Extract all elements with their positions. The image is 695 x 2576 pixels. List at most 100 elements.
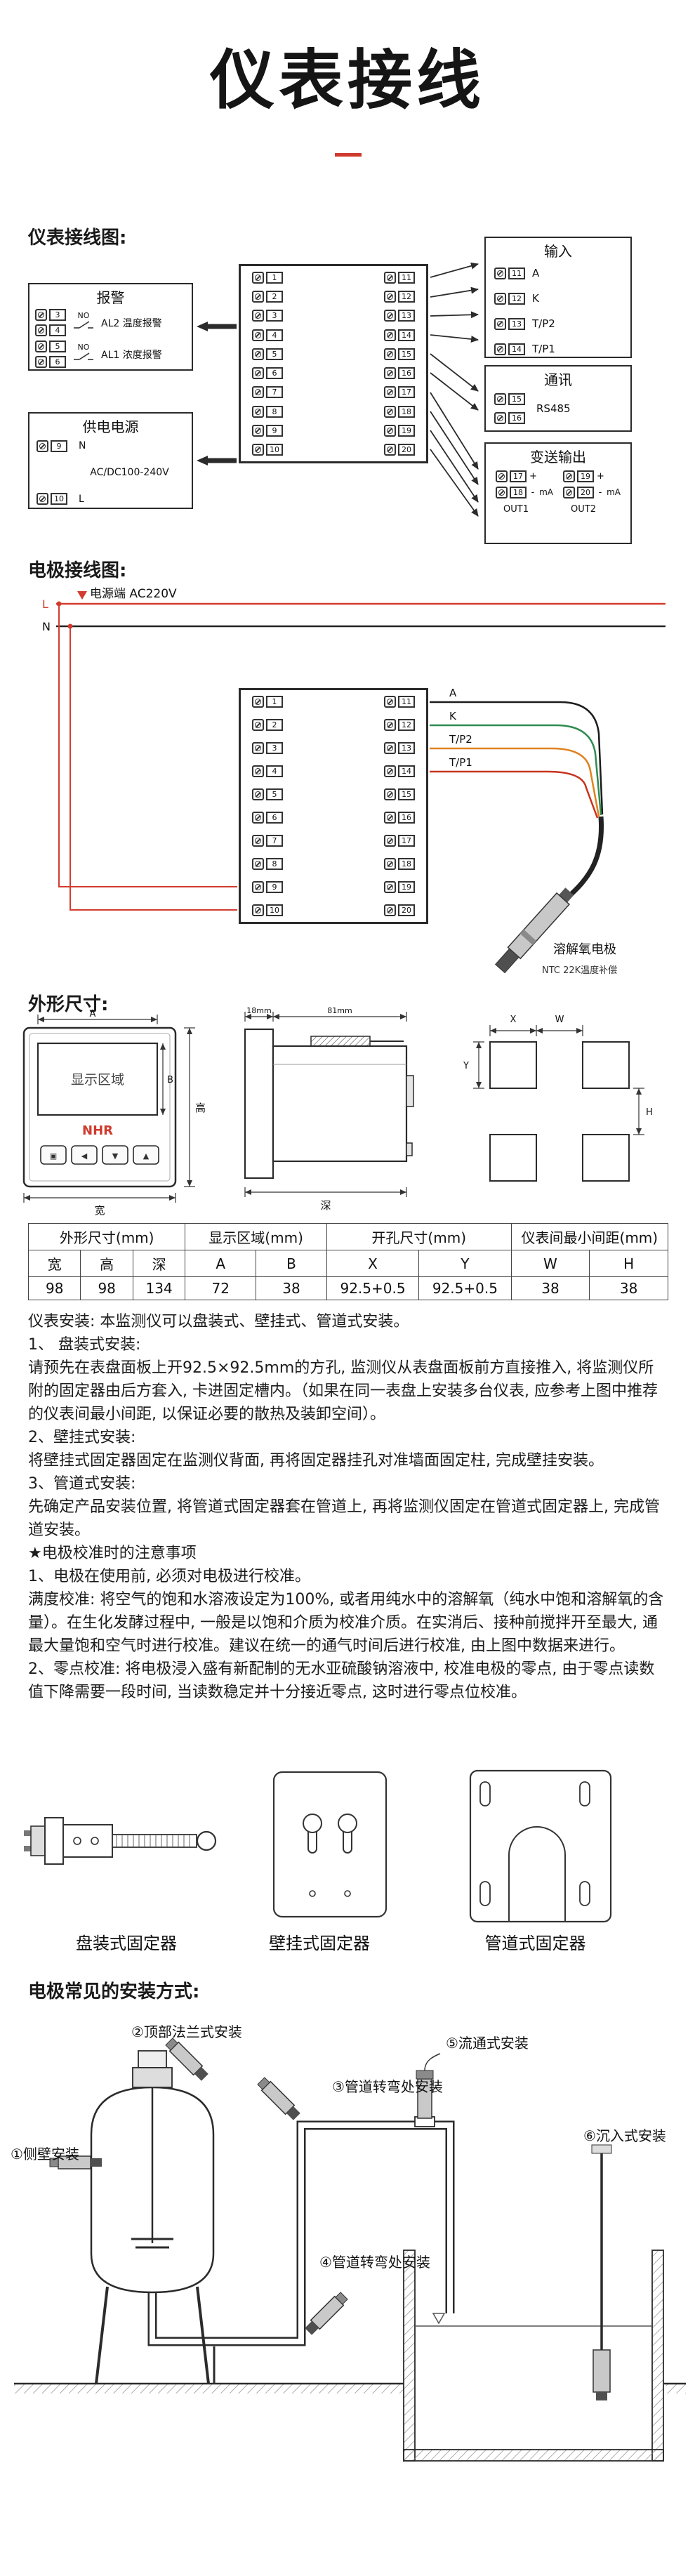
instruction-line: 3、管道式安装: [28, 1475, 136, 1493]
display-area-label: 显示区域 [71, 1072, 124, 1088]
terminal-number: 15 [398, 348, 415, 360]
terminal: 10 [252, 904, 283, 916]
terminal-number: 8 [266, 405, 283, 418]
section-label-dimensions: 外形尺寸: [28, 994, 109, 1015]
bezel-profile [244, 1028, 274, 1180]
section-label-electrode: 电极接线图: [28, 560, 127, 581]
alarm-label: AL2 温度报警 [101, 317, 162, 329]
terminal: 6 [252, 812, 283, 824]
screw-terminal-icon [494, 317, 506, 330]
terminal: 14 [384, 329, 415, 341]
terminal-number: 15 [398, 788, 415, 800]
terminal-number: 9 [266, 881, 283, 893]
screw-terminal-icon [384, 443, 396, 456]
terminal-number: 7 [266, 386, 283, 399]
screw-terminal-icon [252, 742, 264, 754]
screw-terminal-icon [252, 291, 264, 303]
wire-label-a: A [449, 687, 457, 699]
side-view-diagram: 18mm 81mm 深 [244, 1006, 414, 1212]
width-label: 宽 [94, 1204, 105, 1217]
terminal: 18 [384, 405, 415, 418]
terminal-number: 2 [266, 291, 283, 303]
instruction-line: 2、壁挂式安装: [28, 1429, 136, 1446]
cutout-y-label: Y [463, 1061, 469, 1071]
input-signal-label: A [532, 267, 540, 279]
screw-terminal-icon [384, 386, 396, 399]
fixture-label-panel: 盘装式固定器 [76, 1934, 177, 1953]
instruction-line: ★电极校准时的注意事项 [28, 1545, 197, 1562]
terminal: 8 [252, 858, 283, 870]
screw-terminal-icon [252, 881, 264, 893]
section-label-mounting: 电极常见的安装方式: [28, 1981, 200, 2002]
terminal: 15 [384, 788, 415, 800]
terminal-number: 3 [266, 310, 283, 322]
terminal-number: 12 [398, 291, 415, 303]
screw-terminal-icon [252, 719, 264, 731]
terminal: 3 [252, 310, 283, 322]
terminal: 13 [384, 310, 415, 322]
terminal: 17 [384, 386, 415, 399]
output-title: 变送输出 [530, 449, 586, 465]
output-name: OUT1 [503, 504, 529, 515]
screw-terminal-icon [252, 904, 264, 916]
output-channel-2: 19+ 20- mA OUT2 [563, 470, 621, 515]
screw-terminal-icon [252, 329, 264, 341]
terminal-number: 10 [266, 904, 283, 916]
instruction-line: 满度校准: 将空气的饱和水溶液设定为100%, 或者用纯水中的溶解氧（纯水中饱和… [28, 1591, 664, 1655]
terminal: 19 [384, 424, 415, 437]
mounting-label-side-wall: ①侧壁安装 [11, 2146, 79, 2162]
terminal-number: 2 [266, 719, 283, 731]
instruction-line: 1、电极在使用前, 必须对电极进行校准。 [28, 1568, 310, 1585]
screw-terminal-icon [252, 765, 264, 777]
terminal-number: 16 [398, 812, 415, 824]
cutout-square [489, 1134, 537, 1182]
terminal-number: 1 [266, 696, 283, 708]
pipe-saddle-cutout [508, 1826, 566, 1922]
neutral-line-label: N [42, 620, 51, 633]
basin [403, 2250, 664, 2462]
screw-terminal-icon [384, 291, 396, 303]
terminal-number: 4 [266, 765, 283, 777]
terminal-number: 19 [398, 424, 415, 437]
wire-a [430, 701, 604, 815]
terminal: 6 [252, 367, 283, 380]
screw-terminal-icon [384, 310, 396, 322]
screw-terminal-icon [384, 881, 396, 893]
terminal-number: 5 [266, 348, 283, 360]
electrode-immersion [591, 2144, 612, 2400]
input-signal-label: T/P2 [532, 317, 555, 330]
terminal: 14 [384, 765, 415, 777]
body-depth-label: 81mm [327, 1006, 352, 1015]
terminal: 1 [252, 272, 283, 284]
panel-button [102, 1145, 128, 1165]
screw-terminal-icon [252, 386, 264, 399]
agitator-motor [138, 2050, 167, 2068]
terminal: 20 [384, 904, 415, 916]
panel-button [40, 1145, 67, 1165]
electrode-wiring-svg: 电源端 AC220V L N A K T/P2 T/P1 溶解 [42, 587, 666, 976]
terminal: 17 [384, 835, 415, 847]
screw-terminal-icon [384, 348, 396, 360]
table-group-header: 开孔尺寸(mm) [326, 1223, 512, 1250]
alarm-channel-2: 3 4 NO AL2 温度报警 [29, 307, 192, 338]
mounting-label-upper-elbow: ③管道转弯处安装 [332, 2078, 443, 2095]
display-area [37, 1042, 159, 1116]
screw-terminal-icon [252, 424, 264, 437]
panel-button [133, 1145, 159, 1165]
terminal-number: 16 [398, 367, 415, 380]
wire-tp1 [430, 770, 599, 819]
wire-label-tp1: T/P1 [449, 756, 472, 769]
screw-terminal-icon [496, 470, 508, 482]
terminal-number: 19 [398, 881, 415, 893]
alarm-channel-1: 5 6 NO AL1 浓度报警 [29, 338, 192, 370]
terminal-number: 6 [266, 812, 283, 824]
terminal: 7 [252, 386, 283, 399]
keyhole-slot [338, 1814, 357, 1833]
terminal-number: 18 [398, 858, 415, 870]
terminal: 8 [252, 405, 283, 418]
terminal-number: 7 [266, 835, 283, 847]
live-label: L [79, 494, 84, 505]
terminal: 15 [384, 348, 415, 360]
